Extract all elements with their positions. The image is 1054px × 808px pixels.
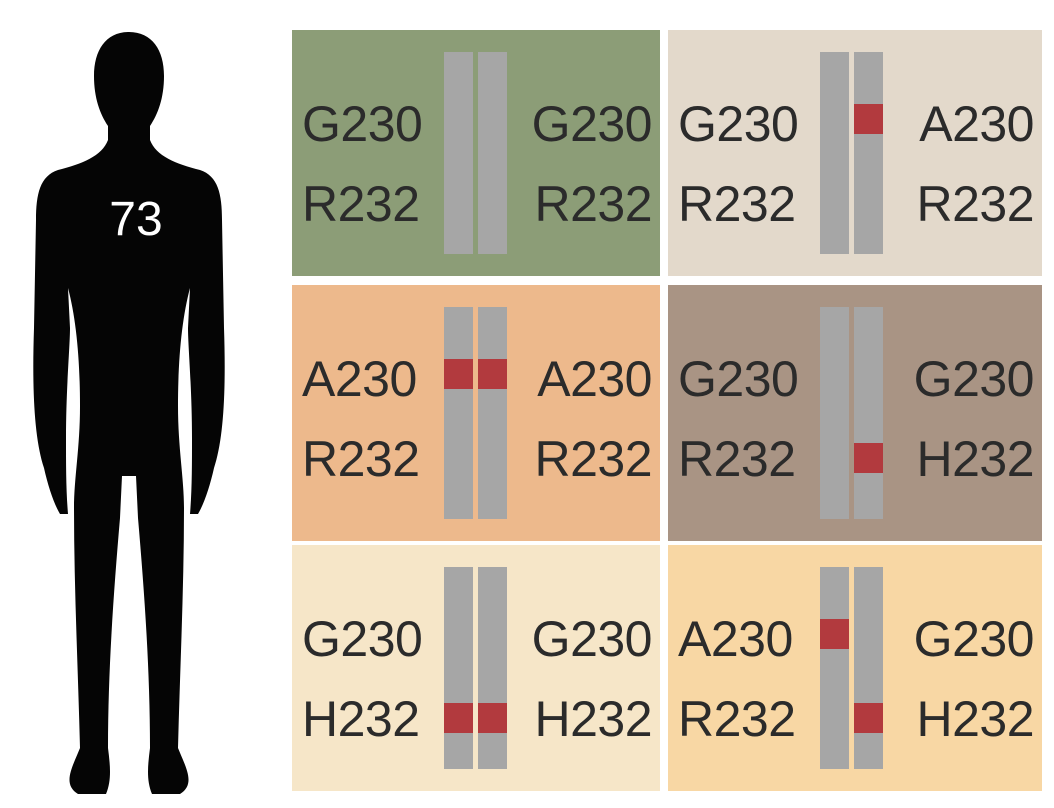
- left-allele-232: R232: [302, 431, 420, 487]
- mutation-marker-232: [478, 703, 507, 733]
- right-chromosome: [854, 52, 883, 254]
- left-allele-232: R232: [678, 431, 796, 487]
- mutation-marker-230: [444, 359, 473, 389]
- left-allele-232: R232: [302, 176, 420, 232]
- left-chromosome: [444, 52, 473, 254]
- mutation-marker-230: [820, 619, 849, 649]
- left-allele-232: R232: [678, 691, 796, 747]
- right-allele-230: G230: [913, 611, 1035, 667]
- left-chromosome: [444, 567, 473, 769]
- left-allele-230: G230: [302, 96, 423, 152]
- mutation-marker-232: [444, 703, 473, 733]
- right-chromosome: [478, 307, 507, 519]
- right-chromosome: [478, 52, 507, 254]
- left-chromosome: [820, 307, 849, 519]
- right-allele-232: R232: [916, 176, 1034, 232]
- right-allele-232: H232: [916, 431, 1034, 487]
- left-allele-230: G230: [302, 611, 423, 667]
- mutation-marker-232: [854, 443, 883, 473]
- mutation-marker-230: [478, 359, 507, 389]
- right-allele-230: G230: [531, 611, 653, 667]
- right-chromosome: [478, 567, 507, 769]
- mutation-marker-230: [854, 104, 883, 134]
- left-allele-230: A230: [678, 611, 793, 667]
- right-chromosome: [854, 567, 883, 769]
- human-silhouette-icon: [33, 32, 225, 794]
- age-label: 73: [109, 193, 163, 246]
- right-allele-230: G230: [531, 96, 653, 152]
- left-chromosome: [820, 52, 849, 254]
- left-chromosome: [820, 567, 849, 769]
- left-allele-230: G230: [678, 351, 799, 407]
- left-chromosome: [444, 307, 473, 519]
- right-allele-232: H232: [534, 691, 652, 747]
- right-chromosome: [854, 307, 883, 519]
- right-allele-230: A230: [537, 351, 652, 407]
- right-allele-230: G230: [913, 351, 1035, 407]
- left-allele-232: R232: [678, 176, 796, 232]
- left-allele-230: G230: [678, 96, 799, 152]
- left-allele-232: H232: [302, 691, 420, 747]
- right-allele-230: A230: [919, 96, 1034, 152]
- right-allele-232: H232: [916, 691, 1034, 747]
- right-allele-232: R232: [534, 176, 652, 232]
- left-allele-230: A230: [302, 351, 417, 407]
- mutation-marker-232: [854, 703, 883, 733]
- person-figure: [22, 28, 236, 798]
- right-allele-232: R232: [534, 431, 652, 487]
